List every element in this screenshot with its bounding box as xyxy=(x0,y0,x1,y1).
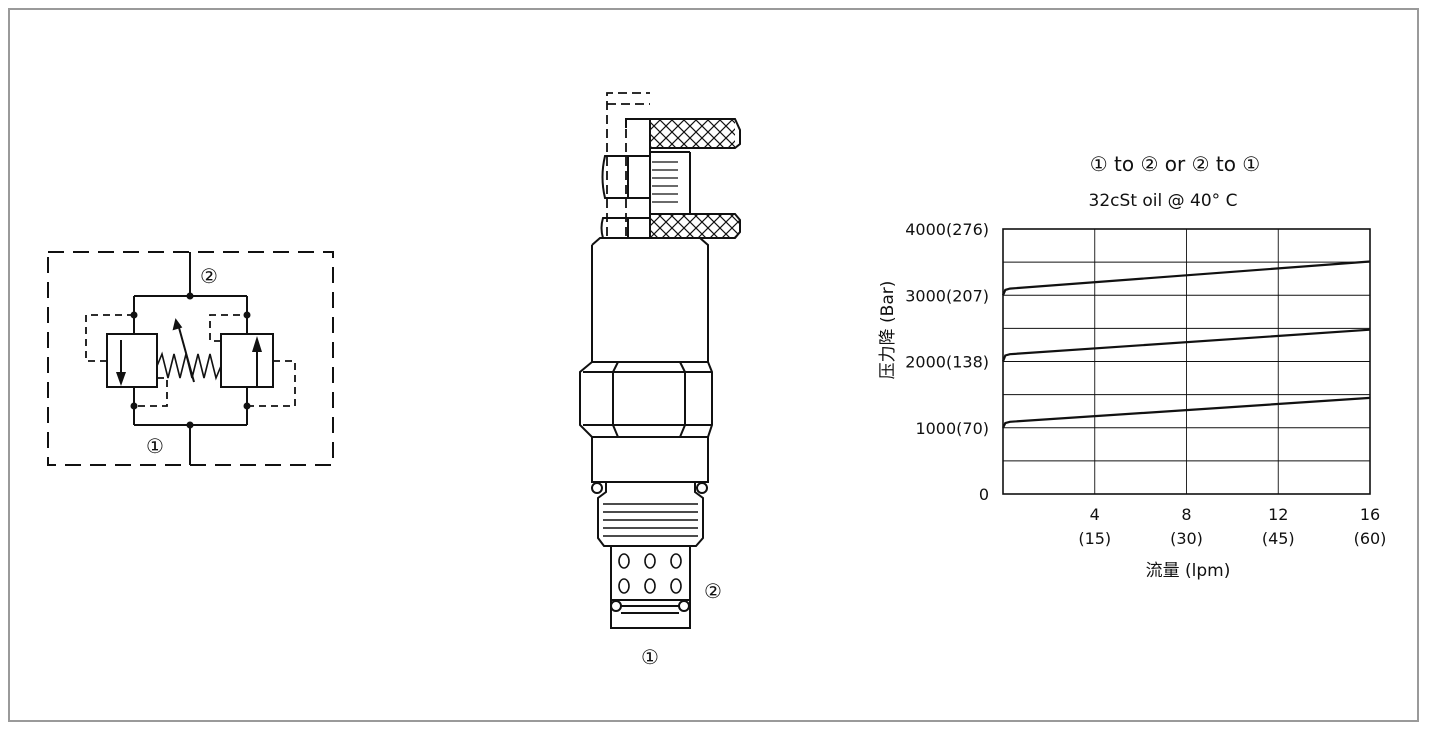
x-axis-ticks: 4 (15) 8 (30) 12 (45) 16 (60) xyxy=(1078,505,1386,548)
handle-outline-dashed xyxy=(606,92,650,236)
series-line-1 xyxy=(1002,396,1371,429)
adjust-arrow xyxy=(177,323,195,383)
y-tick-label: 2000(138) xyxy=(905,353,989,372)
pilot-lines xyxy=(85,314,296,407)
y-axis-label: 压力降 (Bar) xyxy=(878,281,898,380)
upper-body xyxy=(591,237,709,362)
chart-grid xyxy=(1002,228,1371,495)
threads xyxy=(597,482,704,547)
x-tick-sublabel: (60) xyxy=(1354,529,1387,548)
y-axis-ticks: 0 1000(70) 2000(138) 3000(207) 4000(276) xyxy=(905,220,989,504)
chart-subtitle: 32cSt oil @ 40° C xyxy=(1089,191,1238,211)
port2-holes xyxy=(618,553,682,594)
y-tick-label: 1000(70) xyxy=(915,419,989,438)
x-tick-sublabel: (15) xyxy=(1078,529,1111,548)
x-tick-sublabel: (30) xyxy=(1170,529,1203,548)
schematic-envelope xyxy=(47,251,334,466)
schematic-port2-label: ② xyxy=(200,264,218,288)
chart-title: ① to ② or ② to ① xyxy=(1090,152,1260,176)
junction-dots xyxy=(130,292,251,429)
x-tick-sublabel: (45) xyxy=(1262,529,1295,548)
x-tick-label: 16 xyxy=(1360,505,1380,524)
cartridge-port1-label: ① xyxy=(641,645,659,669)
y-tick-label: 4000(276) xyxy=(905,220,989,239)
x-axis-label: 流量 (lpm) xyxy=(1146,561,1231,581)
schematic-port1-label: ① xyxy=(146,434,164,458)
nose xyxy=(610,546,691,601)
cartridge-port2-label: ② xyxy=(704,579,722,603)
series-line-2 xyxy=(1001,328,1371,362)
x-tick-label: 12 xyxy=(1268,505,1288,524)
jam-nut xyxy=(601,155,651,199)
x-tick-label: 8 xyxy=(1181,505,1191,524)
chart-series xyxy=(1001,260,1371,429)
y-tick-label: 3000(207) xyxy=(905,286,989,305)
series-line-3 xyxy=(1001,260,1371,296)
lower-body xyxy=(591,437,709,483)
y-tick-label: 0 xyxy=(979,485,989,504)
x-tick-label: 4 xyxy=(1090,505,1100,524)
